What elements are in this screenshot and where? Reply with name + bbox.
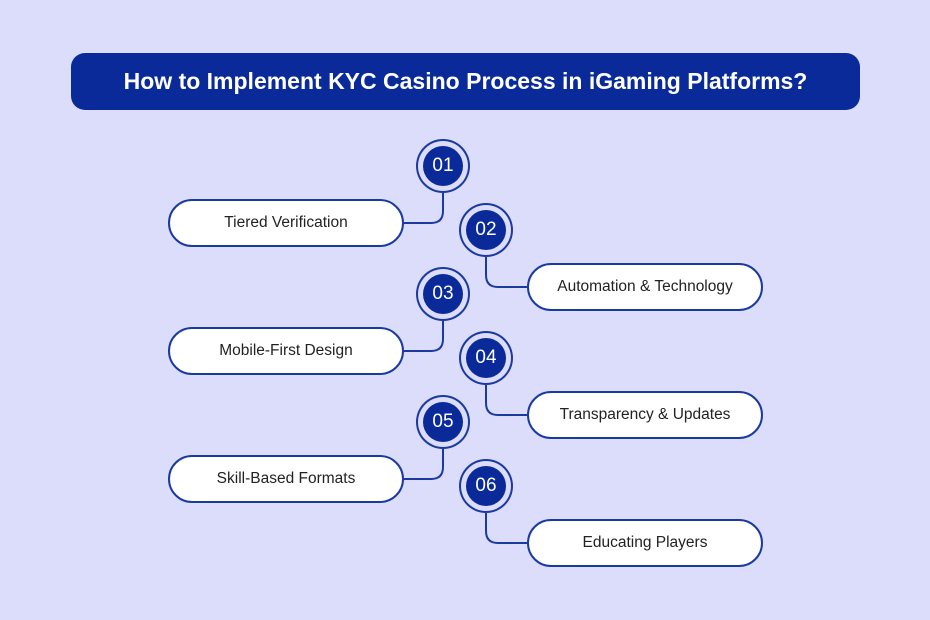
connector-line <box>485 385 527 416</box>
step-number-badge: 06 <box>466 466 506 506</box>
connector-line <box>404 321 444 352</box>
page-title: How to Implement KYC Casino Process in i… <box>71 53 860 110</box>
step-label: Automation & Technology <box>527 263 763 311</box>
step-label: Skill-Based Formats <box>168 455 404 503</box>
step-number-badge: 04 <box>466 338 506 378</box>
step-label: Educating Players <box>527 519 763 567</box>
step-number-badge: 01 <box>423 146 463 186</box>
step-label: Transparency & Updates <box>527 391 763 439</box>
connector-line <box>404 449 444 480</box>
step-number-badge: 02 <box>466 210 506 250</box>
step-label: Mobile-First Design <box>168 327 404 375</box>
connector-line <box>404 193 444 224</box>
connector-line <box>485 257 527 288</box>
step-number-badge: 03 <box>423 274 463 314</box>
connector-line <box>485 513 527 544</box>
step-label: Tiered Verification <box>168 199 404 247</box>
step-number-badge: 05 <box>423 402 463 442</box>
